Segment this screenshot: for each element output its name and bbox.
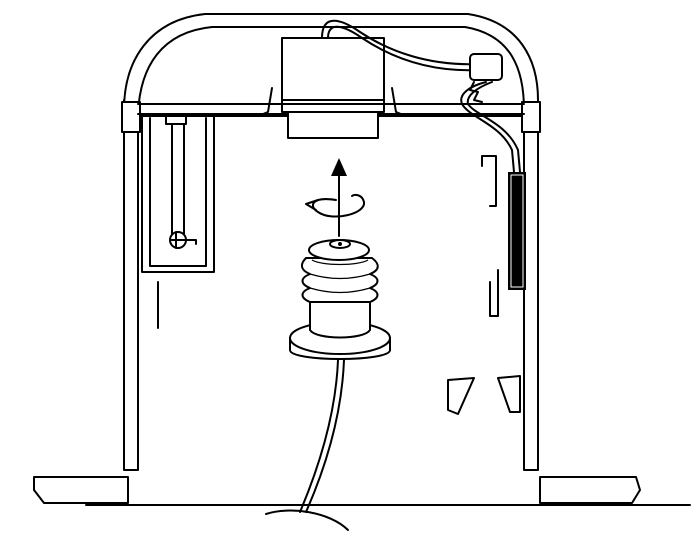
ceiling-left (33, 476, 129, 504)
ceiling-right (539, 476, 641, 504)
junction-box (257, 37, 407, 139)
left-bracket (141, 115, 215, 329)
rotate-arrow-icon (305, 193, 365, 218)
housing (121, 13, 541, 471)
supply-wires (321, 19, 521, 173)
lamp-socket (289, 239, 391, 360)
thermal-protector (481, 155, 526, 317)
mounting-clips (447, 375, 521, 415)
up-arrow-icon (331, 158, 347, 237)
lead-wires (265, 359, 349, 531)
